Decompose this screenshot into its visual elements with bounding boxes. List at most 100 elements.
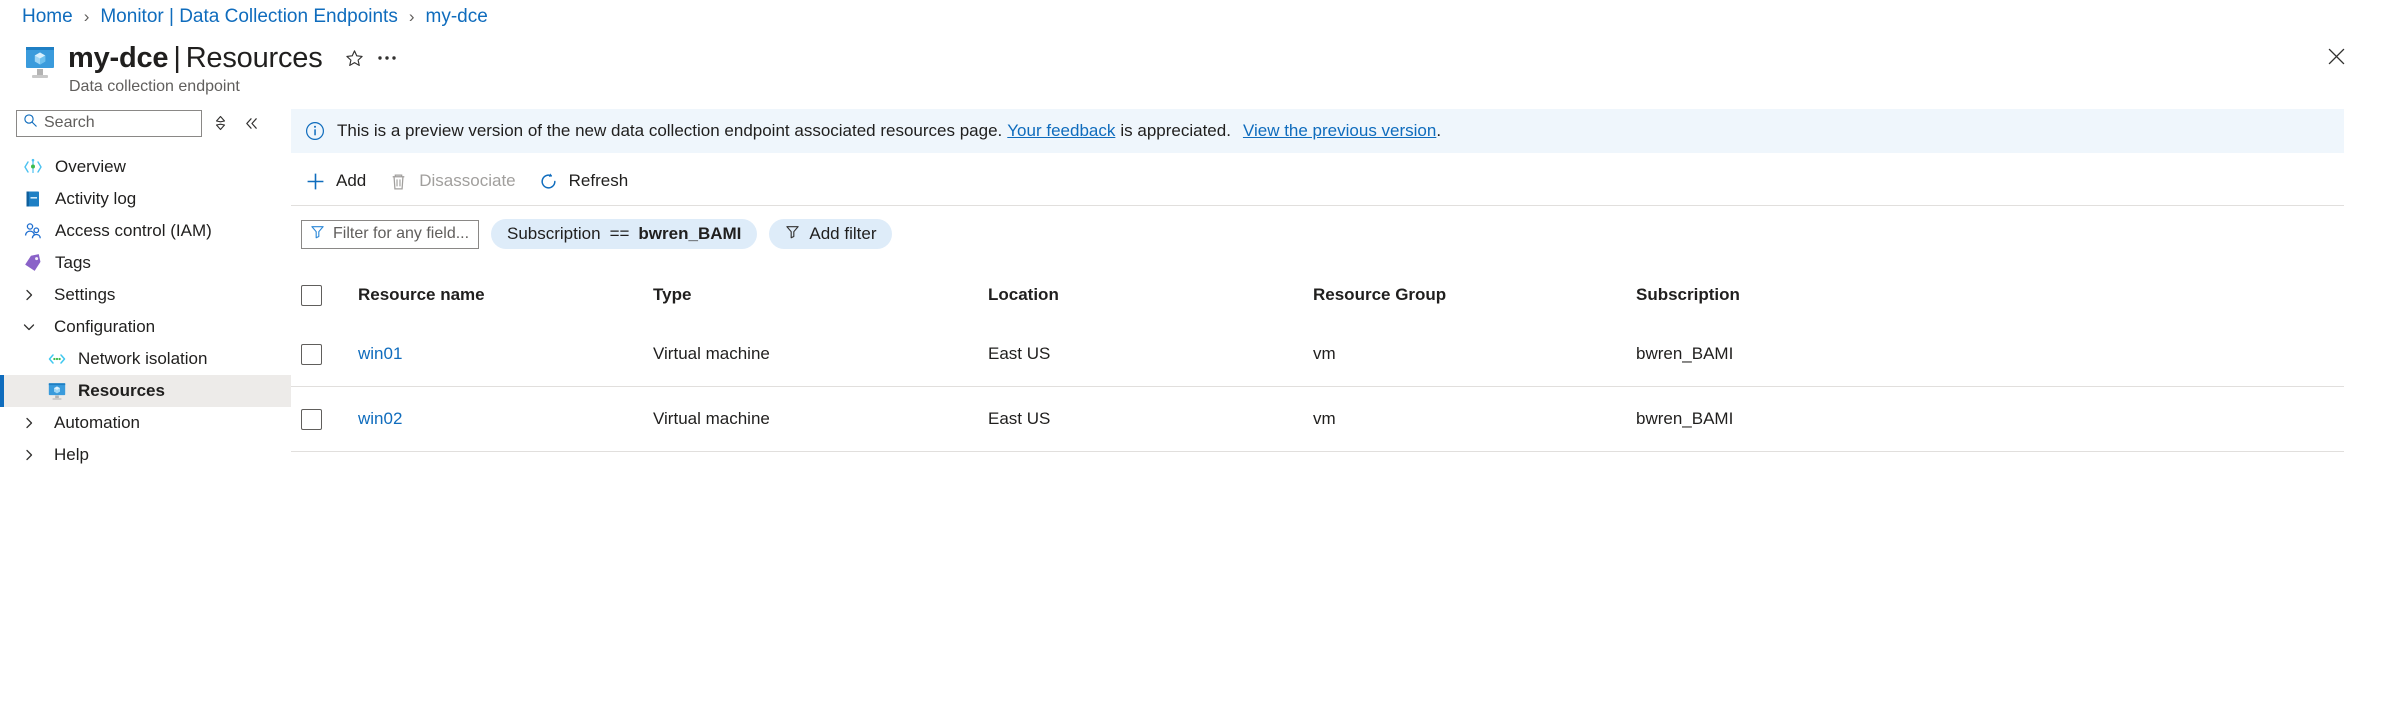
select-all-cell — [301, 284, 358, 306]
column-header-type[interactable]: Type — [653, 285, 692, 304]
add-button-label: Add — [336, 171, 367, 190]
sidebar-item-label: Activity log — [55, 189, 137, 208]
chevron-right-icon — [22, 288, 36, 302]
row-checkbox[interactable] — [301, 408, 322, 430]
breadcrumb-item-my-dce[interactable]: my-dce — [425, 6, 488, 27]
page-header: my-dce|Resources Data collection endpoin… — [0, 34, 2386, 96]
row-select-cell — [301, 343, 358, 365]
refresh-button-label: Refresh — [568, 171, 629, 190]
filter-icon — [785, 224, 800, 244]
filter-pill-field: Subscription — [507, 224, 601, 243]
breadcrumb-separator-icon: › — [83, 7, 90, 26]
table-row[interactable]: win01 Virtual machine East US vm bwren_B… — [291, 322, 2344, 387]
star-icon[interactable] — [340, 43, 370, 73]
breadcrumb: Home › Monitor | Data Collection Endpoin… — [0, 0, 2386, 34]
cell-resource-group: vm — [1313, 344, 1336, 363]
close-icon[interactable] — [2320, 40, 2352, 72]
column-header-location[interactable]: Location — [988, 285, 1059, 304]
sidebar-group-configuration[interactable]: Configuration — [0, 311, 291, 343]
banner-feedback-link[interactable]: Your feedback — [1007, 121, 1116, 140]
sidebar-group-label: Settings — [54, 285, 116, 304]
sidebar-item-label: Overview — [55, 157, 126, 176]
double-chevron-left-icon[interactable] — [238, 110, 264, 136]
column-header-subscription[interactable]: Subscription — [1636, 285, 1740, 304]
chevron-right-icon — [22, 448, 36, 462]
cell-type: Virtual machine — [653, 344, 770, 363]
sidebar-item-label: Resources — [78, 381, 165, 400]
sidebar-group-label: Help — [54, 445, 89, 464]
table-row[interactable]: win02 Virtual machine East US vm bwren_B… — [291, 387, 2344, 452]
add-button[interactable]: Add — [297, 163, 380, 199]
disassociate-button-label: Disassociate — [419, 171, 516, 190]
sort-updown-icon[interactable] — [207, 110, 233, 136]
activity-log-icon — [22, 188, 44, 210]
breadcrumb-item-monitor[interactable]: Monitor | Data Collection Endpoints — [100, 6, 398, 27]
cell-type: Virtual machine — [653, 409, 770, 428]
sidebar-item-overview[interactable]: Overview — [0, 151, 291, 183]
command-bar: Add Disassociate — [291, 158, 2386, 204]
sidebar-group-label: Configuration — [54, 317, 156, 336]
row-checkbox[interactable] — [301, 343, 322, 365]
sidebar-item-resources[interactable]: Resources — [0, 375, 291, 407]
banner-text-after: . — [1436, 121, 1442, 140]
sidebar-item-tags[interactable]: Tags — [0, 247, 291, 279]
sidebar-search-row — [0, 104, 291, 142]
banner-text-middle: is appreciated. — [1120, 121, 1231, 140]
plus-icon — [305, 171, 326, 192]
column-header-resource-group[interactable]: Resource Group — [1313, 285, 1447, 304]
sidebar-group-help[interactable]: Help — [0, 439, 291, 471]
row-select-cell — [301, 408, 358, 430]
add-filter-button[interactable]: Add filter — [769, 219, 893, 249]
main-content: This is a preview version of the new dat… — [291, 96, 2386, 656]
search-box[interactable] — [16, 109, 202, 137]
disassociate-button[interactable]: Disassociate — [380, 163, 529, 199]
add-filter-label: Add filter — [809, 224, 877, 243]
filter-pill-operator: == — [609, 224, 630, 243]
select-all-checkbox[interactable] — [301, 284, 322, 306]
banner-previous-version-link[interactable]: View the previous version — [1242, 121, 1437, 140]
resources-table: Resource name Type Location Resource Gro… — [291, 268, 2344, 452]
page-title-group: my-dce|Resources Data collection endpoin… — [68, 40, 402, 96]
sidebar-item-activity-log[interactable]: Activity log — [0, 183, 291, 215]
data-collection-endpoint-icon — [22, 46, 58, 80]
resource-link[interactable]: win01 — [358, 344, 403, 363]
filter-text-box[interactable] — [301, 219, 479, 249]
page-title-resource: my-dce — [68, 41, 169, 74]
sidebar-item-label: Access control (IAM) — [55, 221, 212, 240]
cell-resource-name: win02 — [358, 409, 653, 429]
banner-text-before: This is a preview version of the new dat… — [337, 121, 1003, 140]
search-input[interactable] — [44, 114, 195, 132]
active-filter-pill[interactable]: Subscription == bwren_BAMI — [491, 219, 758, 249]
filter-pill-value: bwren_BAMI — [638, 224, 742, 243]
sidebar-item-label: Network isolation — [78, 349, 208, 368]
sidebar-group-label: Automation — [54, 413, 140, 432]
filter-bar: Subscription == bwren_BAMI Add filter — [291, 206, 2386, 262]
command-bar-divider — [291, 205, 2344, 206]
breadcrumb-item-home[interactable]: Home — [22, 6, 73, 27]
cell-subscription: bwren_BAMI — [1636, 409, 1734, 428]
sidebar-group-settings[interactable]: Settings — [0, 279, 291, 311]
filter-icon — [310, 224, 325, 244]
overview-icon — [22, 156, 44, 178]
sidebar-group-automation[interactable]: Automation — [0, 407, 291, 439]
search-icon — [23, 113, 38, 133]
resource-link[interactable]: win02 — [358, 409, 403, 428]
cell-resource-name: win01 — [358, 344, 653, 364]
sidebar-item-access-control[interactable]: Access control (IAM) — [0, 215, 291, 247]
page-body: Overview Activity log — [0, 96, 2386, 656]
refresh-icon — [538, 171, 559, 192]
preview-banner: This is a preview version of the new dat… — [291, 109, 2344, 153]
filter-input[interactable] — [333, 225, 470, 243]
page-title: my-dce|Resources — [68, 42, 323, 75]
page-title-pipe: | — [173, 41, 181, 74]
cell-location: East US — [988, 409, 1051, 428]
ellipsis-icon[interactable] — [372, 43, 402, 73]
sidebar-nav: Overview Activity log — [0, 151, 291, 471]
resources-icon — [46, 380, 68, 402]
refresh-button[interactable]: Refresh — [530, 163, 643, 199]
sidebar-item-network-isolation[interactable]: Network isolation — [0, 343, 291, 375]
column-header-resource-name[interactable]: Resource name — [358, 285, 485, 304]
breadcrumb-separator-icon: › — [408, 7, 415, 26]
cell-location: East US — [988, 344, 1051, 363]
page-title-section: Resources — [185, 41, 323, 74]
